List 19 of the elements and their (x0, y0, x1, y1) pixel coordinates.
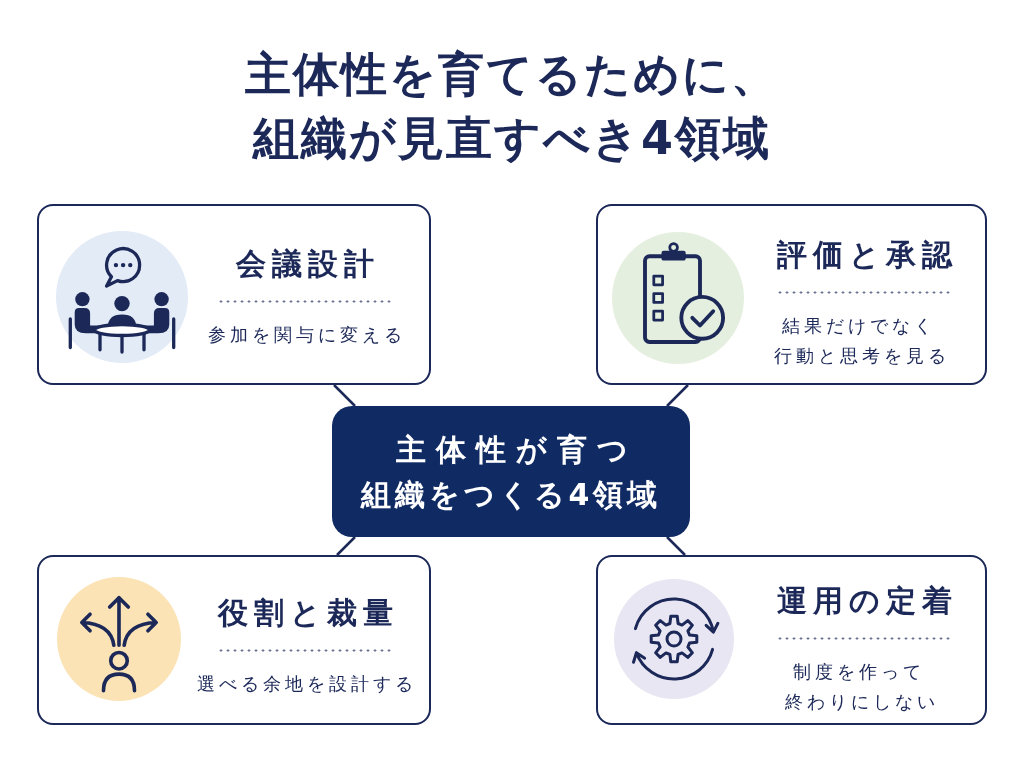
connector-line (666, 384, 689, 407)
connector-line (336, 536, 356, 556)
page-title: 主体性を育てるために、組織が見直すべき4領域 (244, 46, 780, 167)
card-heading: 会議設計 (235, 246, 380, 282)
topic-card (37, 555, 431, 725)
card-heading: 役割と裁量 (216, 594, 399, 631)
card-heading: 運用の定着 (775, 582, 958, 619)
hub-box (332, 406, 690, 537)
card-description: 結果だけでなく行動と思考を見る (774, 314, 951, 368)
card-description: 参加を関与に変える (207, 323, 406, 347)
hub-title: 主体性が育つ組織をつくる4領域 (359, 430, 663, 514)
topic-card (596, 204, 987, 385)
topic-card (37, 204, 431, 385)
connector-line (333, 384, 356, 407)
card-description: 選べる余地を設計する (196, 671, 417, 696)
card-description: 制度を作って終わりにしない (785, 659, 940, 714)
topic-card (596, 555, 987, 725)
connector-line (666, 536, 686, 556)
card-heading: 評価と承認 (775, 237, 958, 273)
